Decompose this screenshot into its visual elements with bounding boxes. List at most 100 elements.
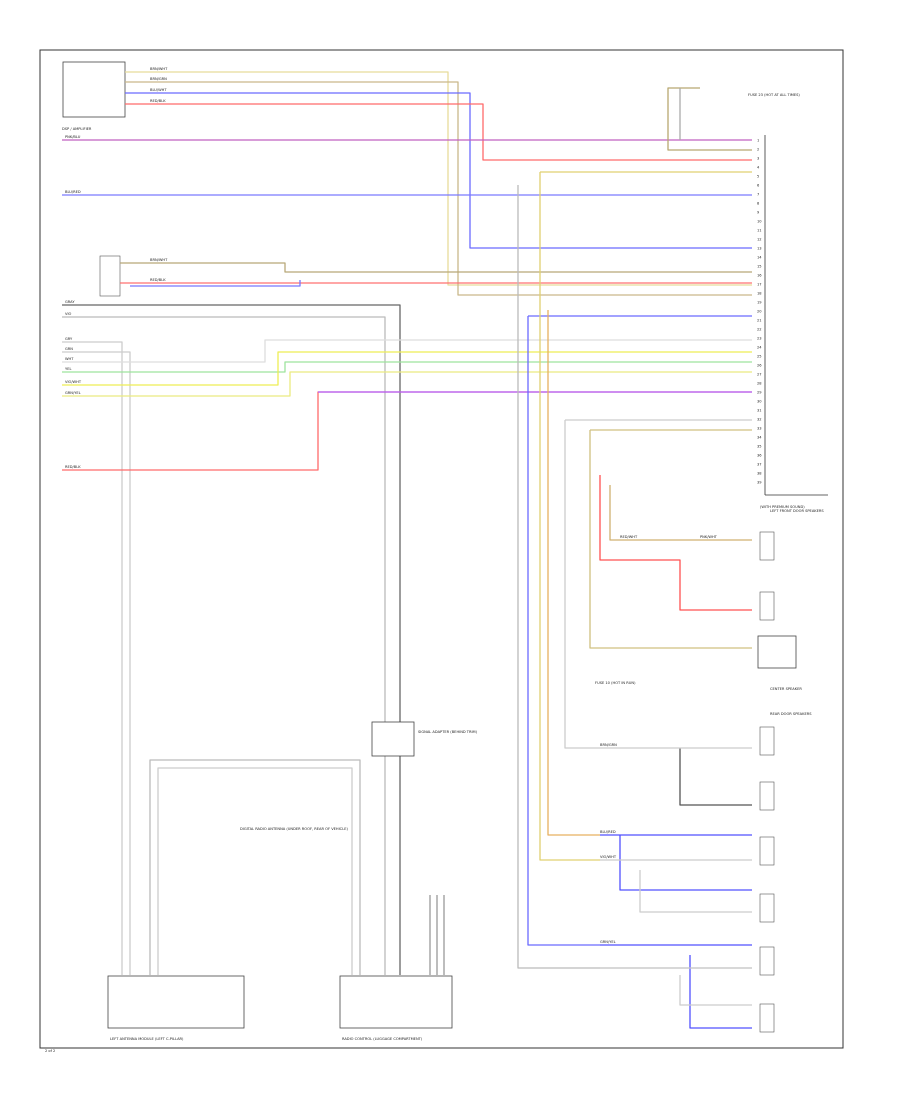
lbl-mg5: VIO/WHT: [65, 380, 82, 384]
pin-number: 35: [757, 445, 762, 449]
pin-number: 25: [757, 355, 762, 359]
left-front-speakers-label: LEFT FRONT DOOR SPEAKERS: [770, 509, 824, 513]
lbl-gray2: VIO: [65, 312, 72, 316]
right-module-box: [339, 975, 453, 1029]
lbl-gray1: GRAY: [65, 300, 75, 304]
pin-number: 2: [757, 148, 759, 152]
wire-sp-blue2: [600, 944, 752, 1029]
lbl-yel-top1: BRN/WHT: [150, 67, 168, 71]
lbl-pnk-l: PNK/WHT: [700, 535, 718, 539]
pin-number: 21: [757, 319, 762, 323]
wire-mg1: [62, 341, 123, 975]
wire-sp1-tan: [609, 485, 752, 541]
wire-v-blue: [527, 315, 752, 946]
speaker-icon: [759, 946, 775, 976]
wire-v-orange: [547, 310, 600, 836]
wire-yellow-top: [125, 71, 752, 286]
diagram-frame: [39, 49, 844, 1049]
wire-fuse-top: [667, 87, 752, 151]
center-group-label: CENTER SPEAKER: [770, 687, 802, 691]
lbl-mg3: WHT: [65, 357, 74, 361]
wire-sp1-red: [599, 475, 752, 611]
wire-v-yellow: [539, 171, 752, 861]
lbl-blu-mid: BLU/RED: [65, 190, 81, 194]
speaker-icon: [759, 531, 775, 561]
speaker-icon: [759, 1003, 775, 1033]
wire-blue-pair: [130, 280, 301, 287]
wire-mg5: [62, 351, 752, 386]
lbl-grn-l: GRN/YEL: [600, 940, 616, 944]
pin-number: 14: [757, 256, 762, 260]
pin-number: 27: [757, 373, 762, 377]
pin-number: 39: [757, 481, 762, 485]
pin-number: 10: [757, 220, 762, 224]
lbl-yel-top2: BRN/GRN: [150, 77, 167, 81]
fuse-note-top: FUSE 23 (HOT AT ALL TIMES): [748, 93, 800, 97]
wire-sp-dark: [679, 748, 752, 806]
wire-mg2: [62, 351, 131, 975]
wire-dark-2: [62, 316, 386, 975]
right-module-label: RADIO CONTROL (LUGGAGE COMPARTMENT): [342, 1037, 423, 1041]
wire-mg4: [62, 361, 752, 373]
lbl-red-l: RED/WHT: [620, 535, 638, 539]
wire-red-low: [62, 391, 752, 471]
pin-number: 33: [757, 427, 762, 431]
pin-number: 17: [757, 283, 762, 287]
pin-number: 18: [757, 292, 762, 296]
wire-left-loop-a: [149, 759, 361, 975]
pin-number: 13: [757, 247, 762, 251]
wire-left-loop-b: [157, 767, 353, 975]
left-module-label: LEFT ANTENNA MODULE (LEFT C-PILLAR): [110, 1037, 184, 1041]
lbl-pnk: PNK/BLU: [65, 135, 81, 139]
wire-v-gray: [517, 185, 752, 969]
speaker-icon: [759, 781, 775, 811]
rear-door-label: REAR DOOR SPEAKERS: [770, 712, 812, 716]
pin-number: 5: [757, 175, 759, 179]
wire-mg6: [62, 371, 752, 397]
wire-brn-pair1: [120, 262, 752, 273]
wire-mg3: [62, 339, 752, 363]
pin-number: 23: [757, 337, 762, 341]
pin-number: 15: [757, 265, 762, 269]
speaker-icon: [759, 836, 775, 866]
lbl-red-top: RED/BLK: [150, 99, 166, 103]
pin-number: 34: [757, 436, 762, 440]
top-wire-group: BRN/WHT BRN/GRN BLU/WHT RED/BLK: [125, 67, 752, 296]
lbl-red-blk-low: RED/BLK: [65, 465, 81, 469]
lbl-red-pair: RED/BLK: [150, 278, 166, 282]
pin-number: 26: [757, 364, 762, 368]
left-small-connector: [99, 255, 121, 297]
footer-page: 2 of 2: [45, 1049, 55, 1053]
pin-number: 30: [757, 400, 762, 404]
pin-number: 9: [757, 211, 760, 215]
antenna-control-label: SIGNAL ADAPTER (BEHIND TRIM): [418, 730, 478, 734]
lbl-brn-pair1: BRN/WHT: [150, 258, 168, 262]
center-speaker-box: [757, 635, 797, 669]
wire-v-gray2: [564, 419, 752, 749]
lbl-mg4: YEL: [65, 367, 71, 371]
pin-number: 8: [757, 202, 760, 206]
lbl-mg1: GRY: [65, 337, 73, 341]
pin-number: 28: [757, 382, 762, 386]
wire-blue-top: [125, 92, 752, 249]
lbl-blu-top: BLU/WHT: [150, 88, 167, 92]
roof-note: DIGITAL RADIO ANTENNA (UNDER ROOF, REAR …: [240, 827, 348, 831]
pin-number: 1: [757, 139, 759, 143]
pin-number: 22: [757, 328, 762, 332]
pin-number: 20: [757, 310, 762, 314]
pin-number: 36: [757, 454, 762, 458]
pin-number: 32: [757, 418, 762, 422]
speaker-icon: [759, 726, 775, 756]
audio-module-box: [62, 61, 126, 118]
fuse-note-mid: FUSE 10 (HOT IN RUN): [595, 681, 636, 685]
pin-number: 6: [757, 184, 760, 188]
lbl-mg2: GRN: [65, 347, 73, 351]
pin-number: 38: [757, 472, 762, 476]
wire-v-tan: [589, 429, 752, 649]
pin-number: 7: [757, 193, 759, 197]
speaker-group: [759, 531, 775, 1033]
pin-number: 24: [757, 346, 762, 350]
pin-number: 11: [757, 229, 762, 233]
